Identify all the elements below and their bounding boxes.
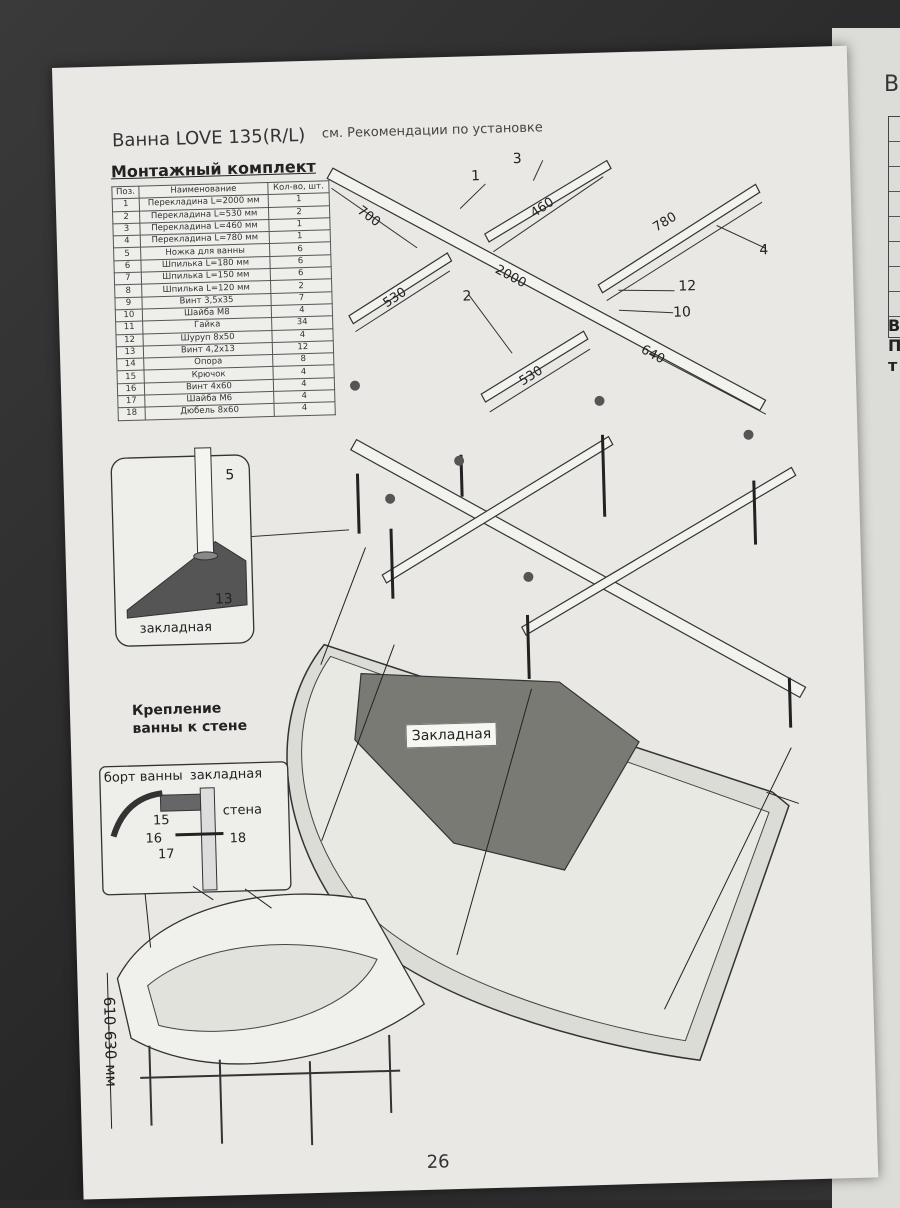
label-wall: стена (222, 802, 263, 819)
label-part-1: 1 (470, 168, 481, 185)
next-page-table (888, 116, 900, 338)
leg-6 (525, 614, 531, 679)
leg-2 (389, 528, 395, 599)
detail-callout-5: 5 (225, 467, 235, 484)
tub-height-range: 610-630 мм (99, 996, 121, 1088)
leg-7 (787, 677, 793, 728)
wall-mount-title: Крепление ванны к стене (131, 700, 248, 738)
label-embed: закладная (189, 766, 263, 784)
frame-rail-main (349, 438, 807, 699)
detail-caption-embed: закладная (139, 619, 213, 637)
callout-15: 15 (152, 813, 170, 829)
rail-460 (484, 159, 612, 243)
callout-17: 17 (157, 846, 175, 863)
next-page-side-text: В П т (888, 316, 900, 375)
assembly-drawing (99, 159, 807, 1146)
page-number: 26 (426, 1151, 450, 1173)
frame-rail-a (381, 435, 614, 584)
label-part-2: 2 (462, 288, 472, 305)
detail-callout-13: 13 (214, 591, 233, 608)
leg-1 (355, 473, 361, 534)
frame-rail-b (520, 466, 797, 636)
label-part-4: 4 (759, 242, 769, 259)
callout-16: 16 (145, 831, 163, 847)
leg-5 (752, 480, 758, 545)
rail-530-b (480, 330, 589, 403)
rail-2000 (326, 167, 767, 412)
callout-18: 18 (229, 830, 247, 847)
label-part-12: 12 (678, 278, 697, 295)
leg-4 (600, 434, 607, 517)
rail-780 (597, 183, 761, 294)
label-tub-rim: борт ванны (103, 768, 183, 786)
rail-530-a (348, 252, 453, 325)
label-part-10: 10 (672, 304, 692, 321)
manual-page: Ванна LOVE 135(R/L) см. Рекомендации по … (52, 45, 879, 1200)
embed-callout-box: Закладная (405, 721, 498, 749)
label-part-3: 3 (512, 150, 522, 168)
embed-panel (354, 672, 640, 871)
next-page-heading: В (884, 72, 900, 97)
